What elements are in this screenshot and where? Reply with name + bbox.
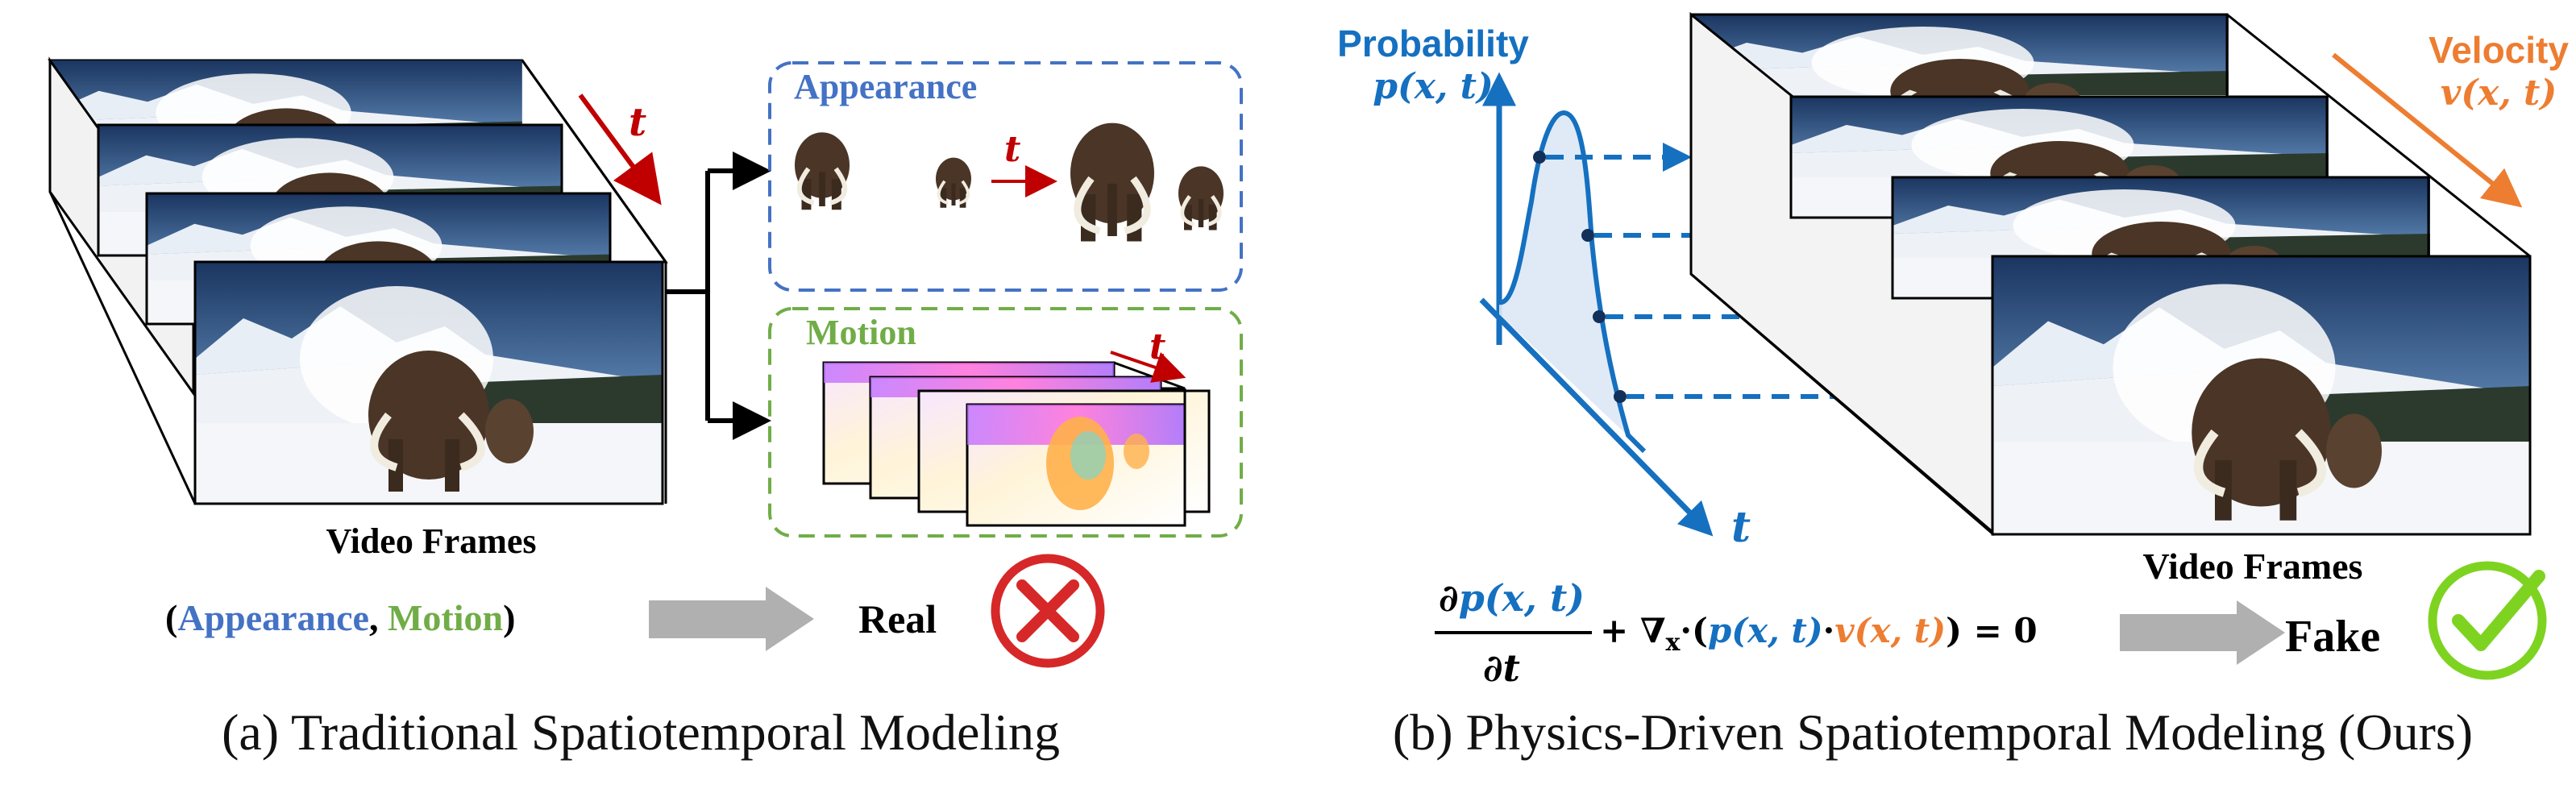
frame-stack-right: [1691, 15, 2530, 534]
mammoth-icon: [936, 158, 971, 208]
axis-t-label: t: [1731, 503, 1751, 552]
result-real: Real: [858, 596, 937, 641]
branch-connector: [666, 152, 771, 440]
appearance-title: Appearance: [794, 67, 977, 106]
probability-axes: t: [1479, 72, 1751, 552]
svg-text:∂t: ∂t: [1483, 646, 1520, 690]
mammoth-icon: [1070, 123, 1154, 242]
appearance-motion-tuple: (Appearance, Motion): [165, 597, 515, 638]
svg-text:+ ∇x·(p(x, t)·v(x, t)) = 0: + ∇x·(p(x, t)·v(x, t)) = 0: [1600, 611, 2038, 657]
check-icon: [2428, 561, 2547, 680]
velocity-expr: v(x, t): [2441, 73, 2557, 114]
time-arrow-motion: [1110, 351, 1186, 383]
time-arrow-left: [578, 93, 662, 206]
right-panel: Probability p(x, t) t: [1337, 15, 2569, 761]
mammoth-icon: [1178, 166, 1224, 230]
motion-box: Motion t: [768, 307, 1243, 538]
optical-flow-stack: [822, 361, 1211, 527]
time-label-appearance: t: [1004, 129, 1020, 170]
left-panel: t Video Frames Appearance t Motion: [50, 60, 1243, 761]
frames-label-right: Video Frames: [2143, 546, 2363, 587]
frames-label-left: Video Frames: [326, 521, 536, 561]
probability-title: Probability: [1337, 23, 1529, 64]
velocity-arrow: [2332, 52, 2523, 208]
mammoth-icon: [795, 132, 850, 210]
caption-left: (a) Traditional Spatiotemporal Modeling: [222, 704, 1060, 761]
velocity-title: Velocity: [2429, 29, 2569, 71]
wrong-icon: [991, 554, 1105, 668]
probability-expr: p(x, t): [1373, 66, 1494, 107]
svg-text:∂p(x, t): ∂p(x, t): [1439, 576, 1585, 620]
time-label-motion: t: [1149, 326, 1165, 367]
gray-arrow-right: [2120, 600, 2285, 665]
gray-arrow-left: [649, 587, 814, 651]
caption-right: (b) Physics-Driven Spatiotemporal Modeli…: [1393, 704, 2473, 761]
result-fake: Fake: [2285, 612, 2380, 662]
video-frame: [1992, 256, 2530, 534]
appearance-box: Appearance t: [768, 61, 1243, 292]
video-frame: [195, 262, 663, 504]
motion-title: Motion: [806, 313, 916, 352]
time-label-left: t: [629, 100, 646, 145]
continuity-equation: ∂p(x, t) ∂t + ∇x·(p(x, t)·v(x, t)) = 0: [1435, 576, 2038, 690]
frame-stack-left: [50, 60, 668, 504]
